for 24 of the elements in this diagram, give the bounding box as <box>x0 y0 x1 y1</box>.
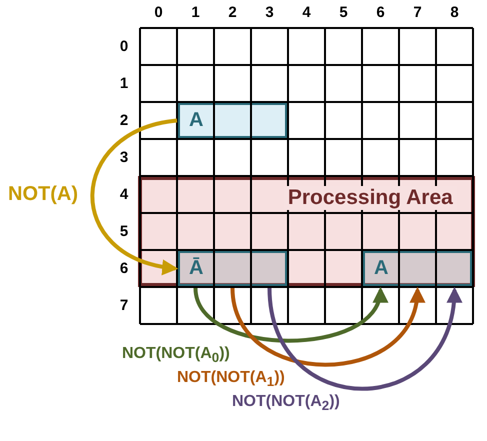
edge-label: NOT(NOT(A$_{0}$)) <box>120 344 232 365</box>
column-number: 5 <box>338 4 349 21</box>
processing-area-band <box>138 176 475 287</box>
memory-block <box>177 102 288 139</box>
column-number: 0 <box>153 4 164 21</box>
curved-arrow <box>230 286 424 367</box>
cell-value: Ā <box>188 257 204 280</box>
column-number: 6 <box>375 4 386 21</box>
column-number: 1 <box>190 4 201 21</box>
edge-label: NOT(NOT(A$_{2}$)) <box>230 392 342 413</box>
edge-label: NOT(A) <box>6 182 80 206</box>
cell-value: A <box>374 257 388 280</box>
curved-arrow <box>194 286 386 343</box>
curved-arrow <box>268 286 461 391</box>
curved-arrow <box>90 118 178 274</box>
column-number: 4 <box>301 4 312 21</box>
memory-block <box>176 250 288 287</box>
column-number: 2 <box>227 4 238 21</box>
cell-value: A <box>189 109 204 132</box>
column-number: 3 <box>264 4 275 21</box>
edge-label: NOT(NOT(A$_{1}$)) <box>175 368 287 389</box>
column-number: 8 <box>449 4 460 21</box>
column-number: 7 <box>412 4 423 21</box>
memory-block <box>362 250 473 287</box>
